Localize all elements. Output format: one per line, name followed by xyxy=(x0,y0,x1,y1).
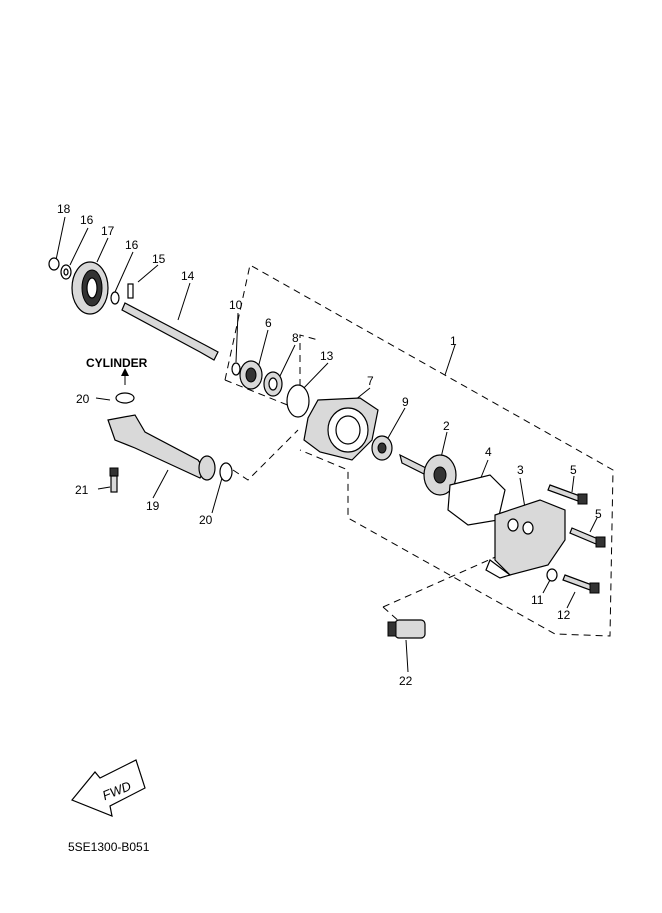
part-2-impeller xyxy=(399,453,457,496)
part-3-pump-cover xyxy=(485,499,566,579)
part-22-hose-clamp xyxy=(387,619,426,639)
part-12-bolt xyxy=(562,574,600,594)
label-16-upper: 16 xyxy=(80,213,94,227)
label-5-lower: 5 xyxy=(595,507,602,521)
part-7-pump-housing xyxy=(303,397,379,461)
label-13: 13 xyxy=(320,349,334,363)
part-16-washer-upper xyxy=(60,264,72,280)
part-10-circlip xyxy=(231,362,241,376)
part-16-washer-lower xyxy=(110,291,120,305)
label-12: 12 xyxy=(557,608,571,622)
part-8-seal xyxy=(263,371,283,397)
label-1: 1 xyxy=(450,334,457,348)
label-7: 7 xyxy=(367,374,374,388)
label-19: 19 xyxy=(146,499,160,513)
part-18-circlip xyxy=(48,257,60,271)
label-20-cylinder: 20 xyxy=(76,392,90,406)
cylinder-label: CYLINDER xyxy=(86,356,148,370)
label-3: 3 xyxy=(517,463,524,477)
label-8: 8 xyxy=(292,331,299,345)
part-9-seal xyxy=(371,435,393,461)
part-5-bolt-lower xyxy=(569,527,606,548)
part-14-shaft xyxy=(121,302,219,361)
label-5-upper: 5 xyxy=(570,463,577,477)
label-11: 11 xyxy=(531,593,544,607)
label-21: 21 xyxy=(75,483,89,497)
label-20-pipe: 20 xyxy=(199,513,213,527)
part-13-o-ring xyxy=(286,384,310,418)
label-22: 22 xyxy=(399,674,413,688)
part-20-o-ring-cylinder xyxy=(115,392,135,404)
part-6-bearing xyxy=(239,360,263,390)
callout-labels: 1 2 3 4 5 5 6 7 8 9 10 11 12 13 14 15 16… xyxy=(57,202,602,688)
label-16-lower: 16 xyxy=(125,238,139,252)
fwd-arrow-icon: FWD xyxy=(71,759,146,817)
diagram-code: 5SE1300-B051 xyxy=(68,840,150,854)
part-17-gear xyxy=(71,261,109,315)
label-6: 6 xyxy=(265,316,272,330)
assembly-lines xyxy=(232,429,501,623)
part-19-water-pipe xyxy=(107,414,216,481)
part-20-o-ring-pipe xyxy=(219,462,233,482)
part-11-washer xyxy=(546,568,558,582)
label-18: 18 xyxy=(57,202,71,216)
label-10: 10 xyxy=(229,298,243,312)
label-14: 14 xyxy=(181,269,195,283)
label-4: 4 xyxy=(485,445,492,459)
part-5-bolt-upper xyxy=(547,484,588,505)
part-21-bolt xyxy=(109,467,119,493)
part-15-pin xyxy=(127,283,134,299)
arrow-up-icon xyxy=(121,368,129,376)
label-15: 15 xyxy=(152,252,166,266)
label-9: 9 xyxy=(402,395,409,409)
label-17: 17 xyxy=(101,224,115,238)
label-2: 2 xyxy=(443,419,450,433)
